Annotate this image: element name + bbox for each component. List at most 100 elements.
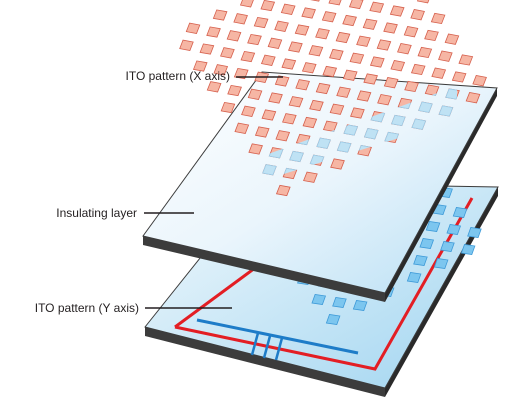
ito-x-cell: [239, 0, 254, 8]
ito-y-cell: [352, 300, 368, 311]
ito-x-cell: [280, 3, 296, 15]
ito-x-cell: [322, 65, 338, 78]
ito-x-cell: [424, 84, 440, 96]
y-axis-traces: [196, 318, 359, 361]
ito-x-cell: [410, 63, 426, 76]
ito-x-cell: [430, 12, 446, 25]
ito-x-cell: [389, 5, 405, 17]
ito-y-cell: [413, 255, 428, 266]
ito-x-cell: [267, 37, 283, 49]
ito-x-shadow-cell: [418, 101, 433, 113]
ito-x-cell: [349, 52, 365, 64]
insulating-label-text: Insulating layer: [56, 206, 137, 220]
ito-x-cell: [233, 67, 249, 80]
insulating-layer: [142, 71, 498, 302]
ito-x-shadow-cell: [438, 105, 454, 117]
ito-x-cell: [301, 62, 317, 74]
ito-x-cell: [383, 77, 399, 89]
ito-x-cell: [213, 64, 229, 76]
ito-y-cell: [452, 207, 468, 218]
ito-x-cell: [348, 0, 364, 10]
ito-x-cell: [329, 103, 345, 115]
ito-x-cell: [212, 9, 228, 21]
ito-x-cell: [458, 54, 474, 66]
ito-x-cell: [410, 9, 425, 21]
ito-x-cell: [328, 0, 342, 6]
ito-x-cell: [253, 16, 269, 29]
ito-x-cell: [233, 13, 248, 25]
ito-x-cell: [342, 69, 358, 81]
ito-x-cell: [275, 184, 291, 197]
ito-y-cell: [419, 238, 435, 249]
ito-x-cell: [444, 33, 460, 45]
ito-x-cell: [288, 96, 304, 108]
ito-y-cell: [406, 272, 422, 283]
ito-x-shadow-cell: [391, 114, 406, 127]
ito-y-cell: [332, 297, 347, 308]
ito-x-cell: [322, 120, 338, 132]
ito-x-cell: [206, 81, 222, 93]
ito-x-cell: [350, 107, 365, 119]
ito-x-cell: [247, 33, 262, 46]
ito-x-cell: [308, 45, 324, 57]
ito-x-cell: [260, 54, 276, 66]
ito-x-cell: [403, 26, 419, 38]
ito-y-cell: [325, 314, 341, 325]
ito-x-shadow-cell: [316, 137, 331, 149]
ito-x-cell: [321, 11, 337, 23]
ito-x-cell: [397, 43, 412, 55]
ito-x-cell: [185, 22, 201, 34]
label-ito-x: ITO pattern (X axis): [126, 69, 283, 83]
ito-x-shadow-cell: [289, 150, 304, 163]
ito-x-cell: [363, 73, 378, 85]
ito-x-cell: [179, 39, 194, 51]
ito-x-cell: [226, 30, 242, 42]
ito-x-cell: [472, 75, 487, 87]
ito-x-cell: [248, 143, 263, 155]
ito-x-cell: [431, 67, 447, 79]
ito-x-cell: [376, 39, 392, 51]
ito-x-cell: [310, 0, 320, 2]
ito-x-shadow-cell: [411, 118, 427, 130]
ito-x-cell: [390, 60, 406, 72]
ito-y-cell: [311, 294, 327, 305]
ito-x-label-text: ITO pattern (X axis): [126, 69, 230, 83]
ito-y-cell: [446, 224, 462, 235]
ito-x-cell: [294, 24, 310, 36]
ito-y-cell: [433, 258, 449, 269]
ito-x-cell: [383, 22, 398, 34]
ito-x-cell: [438, 50, 453, 62]
ito-x-cell: [268, 92, 283, 104]
ito-x-shadow-cell: [336, 141, 352, 153]
ito-y-label-text: ITO pattern (Y axis): [35, 301, 139, 315]
ito-x-cell: [254, 126, 270, 138]
ito-x-cell: [369, 1, 385, 13]
ito-x-cell: [199, 43, 215, 55]
ito-x-cell: [274, 20, 289, 32]
label-insulating: Insulating layer: [56, 206, 194, 220]
ito-x-shadow-cell: [262, 164, 277, 176]
ito-x-cell: [336, 86, 351, 98]
ito-x-cell: [220, 47, 235, 59]
ito-x-cell: [465, 92, 481, 104]
ito-y-cell: [467, 227, 482, 238]
ito-x-cell: [356, 35, 371, 47]
ito-x-cell: [356, 90, 372, 102]
red-border-electrode: [174, 197, 474, 371]
ito-x-shadow-cell: [343, 124, 359, 136]
ito-x-cell: [451, 71, 467, 83]
ito-x-cell: [301, 7, 316, 19]
ito-x-cell: [330, 158, 345, 170]
ito-x-cell: [227, 84, 242, 97]
ito-x-cell: [295, 79, 310, 91]
ito-x-cell: [342, 14, 357, 27]
ito-x-shadow-cell: [363, 128, 379, 140]
ito-x-cell: [309, 99, 324, 112]
ito-x-cell: [282, 113, 297, 125]
ito-x-cell: [220, 101, 236, 114]
ito-x-cell: [369, 56, 385, 68]
ito-x-cell: [315, 82, 331, 95]
ito-x-cell: [281, 58, 297, 70]
ito-x-cell: [234, 122, 250, 134]
